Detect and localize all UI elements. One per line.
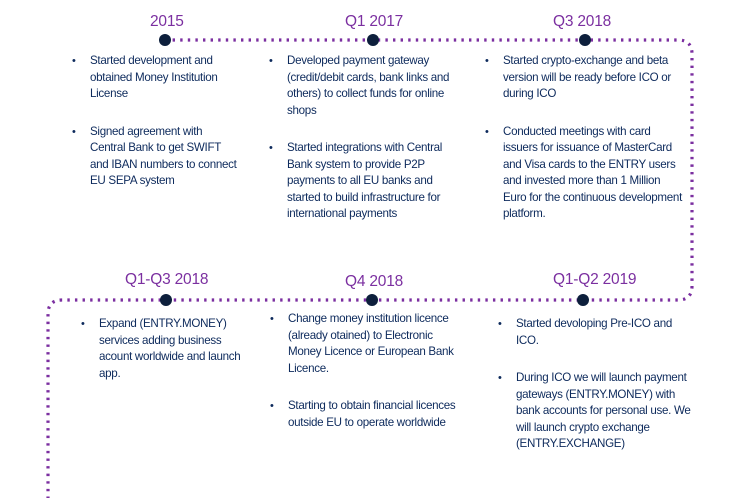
milestone-label-q3-2018: Q3 2018 [553, 13, 612, 30]
milestone-label-2015: 2015 [150, 13, 184, 30]
list-item: During ICO we will launch payment gatewa… [496, 370, 691, 453]
milestone-q4-2018-list: Change money institution licence (alread… [268, 311, 458, 431]
milestone-2015-list: Started development and obtained Money I… [70, 53, 240, 190]
list-item: Started devoloping Pre-ICO and ICO. [496, 316, 691, 349]
milestone-label-q1-q3-2018: Q1-Q3 2018 [125, 271, 209, 288]
milestone-label-q1-q2-2019: Q1-Q2 2019 [553, 271, 637, 288]
milestone-node-q1-q3-2018 [160, 294, 172, 306]
milestone-node-q3-2018 [579, 34, 591, 46]
list-item: Developed payment gateway (credit/debit … [267, 53, 457, 119]
milestone-label-q1-2017: Q1 2017 [345, 13, 404, 30]
list-item: Expand (ENTRY.MONEY) services adding bus… [79, 316, 251, 382]
list-item: Started development and obtained Money I… [70, 53, 240, 103]
list-item: Change money institution licence (alread… [268, 311, 458, 377]
list-item: Conducted meetings with card issuers for… [483, 124, 686, 223]
milestone-q1-2017-list: Developed payment gateway (credit/debit … [267, 53, 457, 223]
milestone-node-2015 [159, 34, 171, 46]
milestone-node-q1-q2-2019 [577, 294, 589, 306]
milestone-label-q4-2018: Q4 2018 [345, 273, 404, 290]
milestone-q3-2018-list: Started crypto-exchange and beta version… [483, 53, 686, 223]
list-item: Starting to obtain financial licences ou… [268, 398, 458, 431]
milestone-node-q1-2017 [367, 34, 379, 46]
milestone-q1-q2-2019-list: Started devoloping Pre-ICO and ICO. Duri… [496, 316, 691, 453]
milestone-q1-q3-2018-list: Expand (ENTRY.MONEY) services adding bus… [79, 316, 251, 382]
list-item: Started crypto-exchange and beta version… [483, 53, 686, 103]
list-item: Started integrations with Central Bank s… [267, 140, 457, 223]
milestone-node-q4-2018 [366, 294, 378, 306]
list-item: Signed agreement with Central Bank to ge… [70, 124, 240, 190]
